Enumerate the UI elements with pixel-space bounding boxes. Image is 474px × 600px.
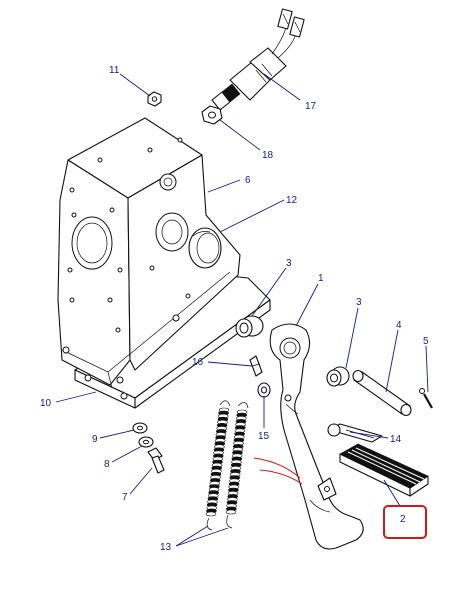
callout-3-right: 3	[356, 297, 362, 308]
pedal-lever-part-1	[269, 323, 364, 550]
nut-part-11	[147, 91, 162, 107]
callout-1: 1	[318, 273, 324, 284]
callout-6: 6	[245, 175, 251, 186]
washer-part-9	[132, 422, 148, 434]
washer-part-8	[138, 436, 154, 448]
bracket-housing-part-6	[57, 117, 241, 389]
callout-14: 14	[390, 434, 402, 445]
callout-13: 13	[160, 542, 172, 553]
callout-16: 16	[192, 357, 204, 368]
highlight-box-callout-2	[383, 505, 427, 539]
nut-part-18	[201, 105, 223, 125]
switch-part-17	[211, 8, 305, 111]
washer-part-15	[257, 382, 271, 398]
springs-part-13	[205, 400, 249, 531]
callout-3-left: 3	[286, 258, 292, 269]
callout-17: 17	[305, 101, 317, 112]
bolt-part-7	[147, 447, 165, 474]
callout-9: 9	[92, 434, 98, 445]
callout-5: 5	[423, 336, 429, 347]
spring-coil	[205, 511, 217, 517]
shaft-part-4	[352, 369, 412, 417]
callout-18: 18	[262, 150, 274, 161]
callout-2: 2	[400, 514, 406, 525]
spring-coil	[225, 509, 237, 515]
bushing-part-3-left	[235, 315, 264, 338]
clevis-pin-part-16	[249, 355, 263, 377]
callout-4: 4	[396, 320, 402, 331]
callout-7: 7	[122, 492, 128, 503]
spring-left	[205, 400, 231, 531]
bushing-part-3-right	[326, 366, 350, 387]
leader-lines	[55, 73, 429, 547]
pedal-pad-part-2	[339, 443, 429, 497]
split-pin-part-5	[419, 388, 433, 409]
callout-8: 8	[104, 459, 110, 470]
callout-10: 10	[40, 398, 52, 409]
spring-right	[225, 402, 249, 529]
callout-15: 15	[258, 431, 270, 442]
callout-12: 12	[286, 195, 298, 206]
bushing-part-12	[188, 227, 222, 269]
callout-11: 11	[109, 65, 120, 76]
callout-labels: 11 17 18 6 12 3 1 3 4 5 16 10 15 14 9 8 …	[40, 65, 429, 553]
red-wire-lines	[253, 457, 303, 485]
